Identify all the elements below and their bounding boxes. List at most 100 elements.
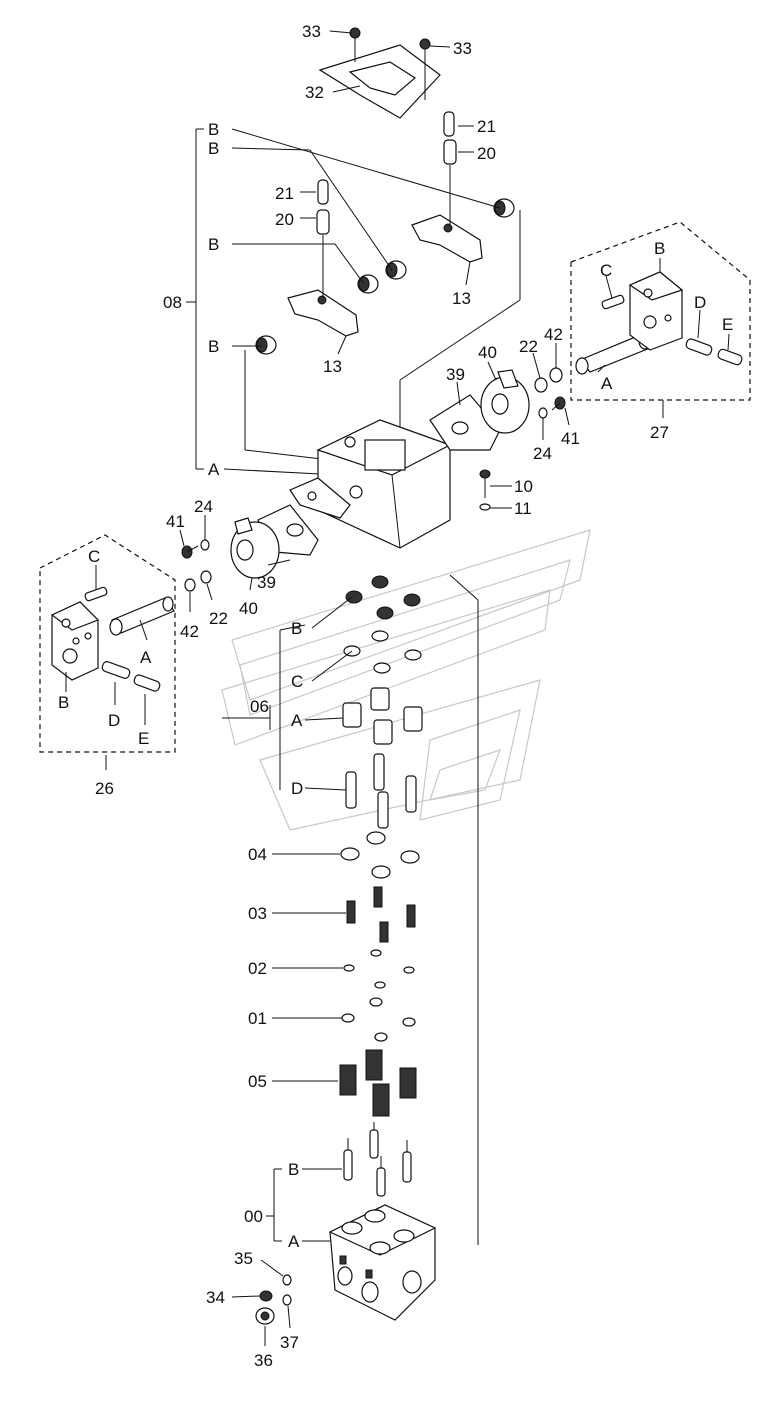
label-a-06: A (291, 711, 303, 730)
oring-37 (282, 1294, 292, 1306)
label-24-left: 24 (194, 497, 213, 516)
bolt-10 (479, 469, 491, 498)
washer-11 (479, 503, 491, 511)
spools-b (343, 1122, 412, 1197)
bolt-33-right (419, 38, 431, 100)
label-40-right: 40 (478, 343, 497, 362)
label-37: 37 (280, 1333, 299, 1352)
label-22-left: 22 (209, 609, 228, 628)
washer-24-left (200, 539, 210, 551)
label-21-upper: 21 (477, 117, 496, 136)
label-d-26: D (108, 711, 120, 730)
oring-42-left (184, 578, 196, 592)
label-35: 35 (234, 1249, 253, 1268)
label-34: 34 (206, 1288, 225, 1307)
label-b-00: B (288, 1160, 299, 1179)
label-b-2: B (208, 139, 219, 158)
leader-lines-left (65, 515, 291, 770)
pin-20-upper (443, 139, 457, 165)
cover-plate-32 (318, 44, 441, 119)
oring-42-right (549, 367, 563, 383)
label-08: 08 (163, 293, 182, 312)
spring-seats-04 (340, 831, 420, 879)
bolt-41-right (551, 396, 566, 411)
leader-lines-right (456, 258, 730, 509)
label-26: 26 (95, 779, 114, 798)
washer-24-right (538, 407, 548, 419)
label-c-26: C (88, 547, 100, 566)
callout-labels: 33 33 32 21 20 B B 21 20 B 08 13 13 B A … (58, 22, 733, 1370)
label-b-4: B (208, 337, 219, 356)
label-20-lower: 20 (275, 210, 294, 229)
label-39-right: 39 (446, 365, 465, 384)
cover-40-right (480, 369, 530, 434)
pin-e-right (717, 348, 743, 366)
label-36: 36 (254, 1351, 273, 1370)
label-01: 01 (248, 1009, 267, 1028)
label-b-27: B (654, 239, 665, 258)
lever-13-lower (287, 235, 359, 337)
main-housing (289, 419, 452, 549)
plungers-d (345, 753, 417, 829)
label-e-26: E (138, 729, 149, 748)
label-06: 06 (250, 697, 269, 716)
springs-03 (346, 886, 416, 943)
label-b-1: B (208, 120, 219, 139)
label-24-right: 24 (533, 444, 552, 463)
pin-21-lower (317, 179, 329, 205)
label-42-right: 42 (544, 325, 563, 344)
label-b-3: B (208, 235, 219, 254)
shaft-a-left (109, 596, 175, 636)
leader-lines-top (186, 30, 521, 475)
pin-e-left (133, 674, 161, 692)
label-04: 04 (248, 845, 267, 864)
pin-d-right (685, 338, 713, 356)
label-11: 11 (514, 499, 532, 518)
label-40-left: 40 (239, 599, 258, 618)
seal-row-top (343, 575, 422, 674)
label-03: 03 (248, 904, 267, 923)
pin-21-upper (443, 111, 455, 137)
washers-01 (341, 997, 416, 1042)
bolt-41-left (181, 545, 199, 559)
label-27: 27 (650, 423, 669, 442)
label-e-27: E (722, 315, 733, 334)
oring-22-right (534, 377, 548, 393)
label-b-06: B (291, 619, 302, 638)
oring-35 (282, 1274, 292, 1286)
label-41-right: 41 (561, 429, 580, 448)
bushing-b-4 (255, 335, 277, 355)
label-d-06: D (291, 779, 303, 798)
shims-02 (343, 949, 415, 989)
label-b-26: B (58, 693, 69, 712)
label-13-lower: 13 (323, 357, 342, 376)
label-42-left: 42 (180, 622, 199, 641)
watermark-logo (221, 529, 591, 831)
label-13-upper: 13 (452, 289, 471, 308)
bushing-b-2 (385, 260, 407, 280)
block-b-right (628, 271, 684, 351)
label-41-left: 41 (166, 512, 185, 531)
label-a-27: A (601, 374, 613, 393)
label-05: 05 (248, 1072, 267, 1091)
label-02: 02 (248, 959, 267, 978)
bushing-b-3 (357, 274, 379, 294)
label-a-00: A (288, 1232, 300, 1251)
pin-c-right (601, 294, 625, 310)
guide-line-right (449, 574, 479, 601)
label-10: 10 (514, 477, 533, 496)
pin-c-left (84, 586, 108, 602)
label-33-right: 33 (453, 39, 472, 58)
bushing-b-1 (493, 198, 515, 218)
pin-20-lower (316, 209, 330, 235)
pin-d-left (101, 661, 131, 679)
label-22-right: 22 (519, 337, 538, 356)
lever-13-upper (411, 165, 483, 263)
label-39-left: 39 (257, 573, 276, 592)
label-c-27: C (600, 261, 612, 280)
valve-body (328, 1204, 437, 1321)
label-32: 32 (305, 83, 324, 102)
plunger-guides-a (342, 687, 423, 745)
label-c-06: C (291, 672, 303, 691)
